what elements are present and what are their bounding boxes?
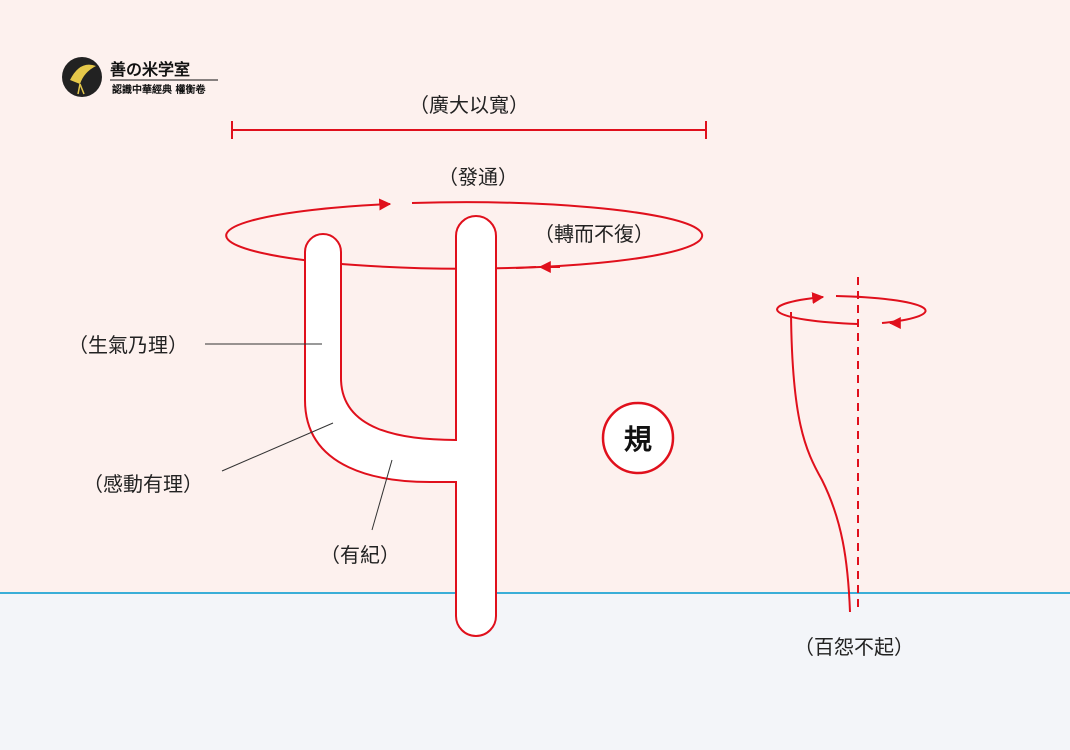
small-rotation-arc-right <box>835 295 927 324</box>
background-lower <box>0 593 1070 750</box>
small-spin-diagram <box>776 277 927 613</box>
label-circulation: （發通） <box>438 165 518 189</box>
small-rotation-arc-left <box>776 292 859 325</box>
wobbling-stem <box>790 311 851 613</box>
center-character-circle <box>601 401 675 475</box>
rotation-arc-right <box>411 201 704 269</box>
rotation-arc-left <box>225 198 537 270</box>
fork-shape <box>304 215 497 637</box>
label-order: （有紀） <box>320 543 400 567</box>
leader-order <box>371 459 393 531</box>
logo-subtitle: 認識中華經典 權衡卷 <box>112 83 206 96</box>
logo: 善の米学室 認識中華經典 權衡卷 <box>62 57 218 97</box>
label-turning: （轉而不復） <box>534 222 654 246</box>
label-width-span: （廣大以寬） <box>409 93 529 117</box>
width-span-bracket <box>231 121 707 139</box>
leader-response <box>221 422 334 472</box>
label-vitality: （生氣乃理） <box>68 333 188 357</box>
background-upper <box>0 0 1070 593</box>
center-character: 規 <box>624 423 652 456</box>
label-response: （感動有理） <box>83 472 203 496</box>
label-hundred-grievances: （百怨不起） <box>794 635 914 659</box>
bird-icon <box>70 64 96 84</box>
logo-title: 善の米学室 <box>110 60 190 79</box>
